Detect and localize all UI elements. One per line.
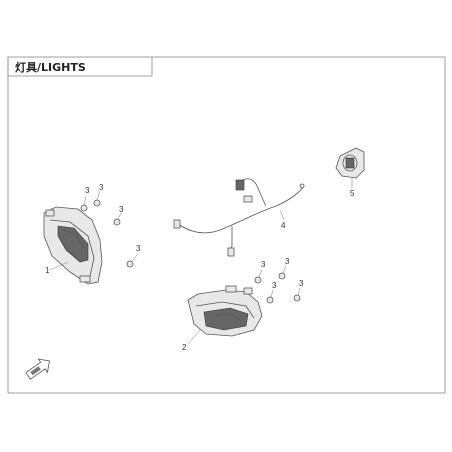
headlight-left: [43, 206, 103, 285]
callout-headlight-right: 2: [182, 343, 187, 352]
callout-switch: 5: [350, 189, 355, 198]
headlight-right: [187, 285, 263, 337]
callout-bolt: 3: [261, 260, 266, 269]
callout-bolt: 3: [136, 244, 141, 253]
callout-bolt: 3: [272, 281, 277, 290]
bolt-group-right: [254, 272, 301, 304]
callout-wiring-harness: 4: [281, 221, 286, 230]
page-title: 灯具/LIGHTS: [15, 60, 86, 74]
wiring-harness: [173, 178, 305, 257]
callout-bolt: 3: [299, 279, 304, 288]
switch-assembly: [335, 147, 365, 179]
front-direction-arrow-icon: [25, 358, 50, 380]
callout-bolt: 3: [85, 186, 90, 195]
callout-headlight-left: 1: [45, 266, 50, 275]
callout-bolt: 3: [285, 257, 290, 266]
callout-bolt: 3: [99, 183, 104, 192]
bolt-group-left: [80, 199, 134, 268]
diagram-frame: [7, 56, 446, 394]
callout-bolt: 3: [119, 205, 124, 214]
title-tab: [7, 57, 153, 77]
